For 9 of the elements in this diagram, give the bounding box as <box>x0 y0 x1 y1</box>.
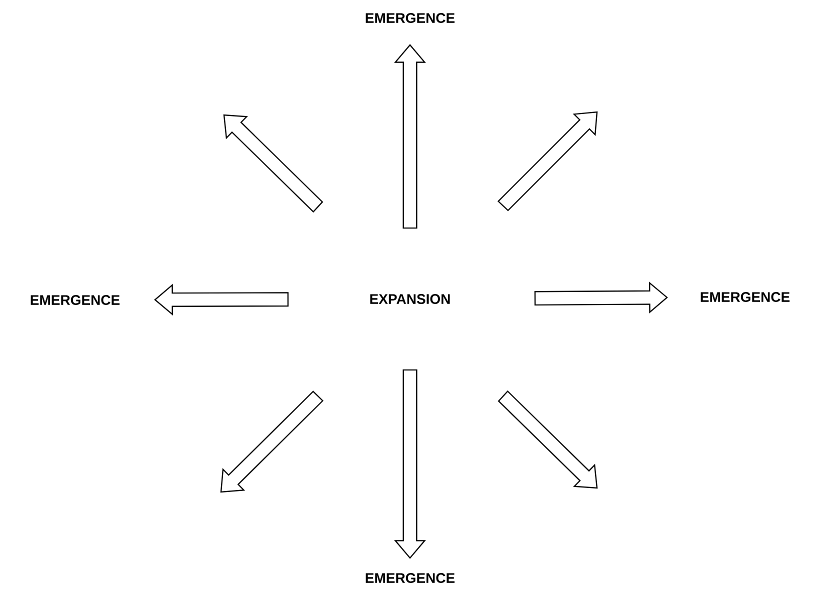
block-arrow <box>394 369 426 559</box>
outcome-label: EMERGENCE <box>700 292 790 302</box>
center-label: EXPANSION <box>370 294 450 304</box>
outcome-label: EMERGENCE <box>30 295 120 305</box>
block-arrow <box>534 282 668 314</box>
block-arrow <box>154 284 289 316</box>
outcome-label: EMERGENCE <box>366 13 455 23</box>
block-arrow <box>394 44 426 229</box>
outcome-label: EMERGENCE <box>366 573 455 583</box>
